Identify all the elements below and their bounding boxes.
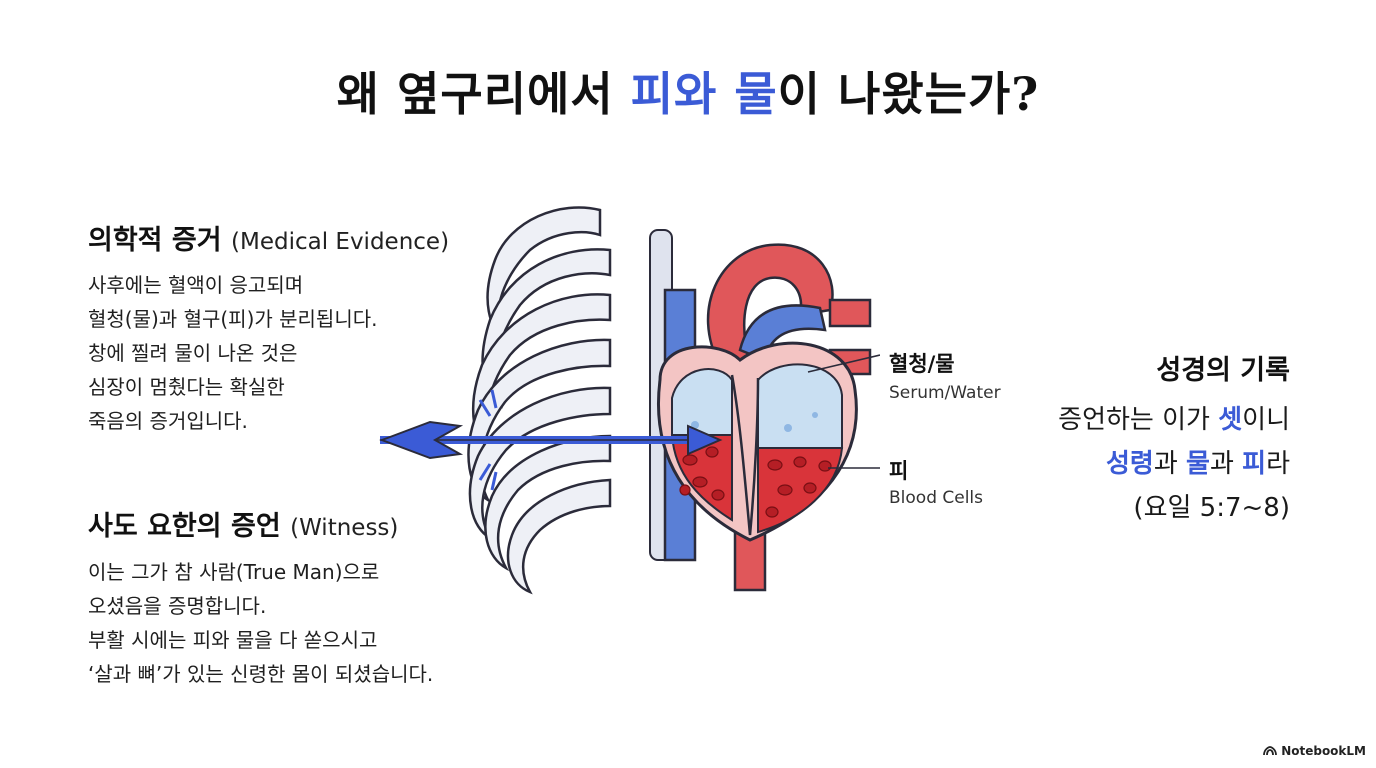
scripture-highlight: 피 [1242,449,1267,479]
scripture-text: 라 [1266,449,1290,479]
medical-line: 창에 찔려 물이 나온 것은 [88,341,298,365]
scripture-body: 증언하는 이가 셋이니 성령과 물과 피라 (요일 5:7~8) [1058,398,1290,530]
medical-line: 심장이 멈췄다는 확실한 [88,375,285,399]
water-drops-icon [691,412,818,432]
ribcage-icon [467,206,612,595]
scripture-highlight: 성령 [1106,449,1154,479]
medical-heading-en: (Medical Evidence) [231,229,450,255]
witness-heading: 사도 요한의 증언 (Witness) [88,504,398,543]
medical-line: 사후에는 혈액이 응고되며 [88,273,304,297]
medical-body: 사후에는 혈액이 응고되며 혈청(물)과 혈구(피)가 분리됩니다. 창에 찔려… [88,268,377,438]
scripture-line-2: 성령과 물과 피라 [1058,442,1290,486]
witness-line: 부활 시에는 피와 물을 다 쏟으시고 [88,628,378,652]
scripture-text: 과 [1153,449,1187,479]
scripture-heading: 성경의 기록 [1156,355,1290,386]
scripture-highlight: 셋 [1218,405,1243,435]
witness-body: 이는 그가 참 사람(True Man)으로 오셨음을 증명합니다. 부활 시에… [88,555,433,691]
witness-line: 이는 그가 참 사람(True Man)으로 [88,560,380,584]
scripture-text: 이니 [1242,405,1290,435]
medical-heading: 의학적 증거 (Medical Evidence) [88,218,449,257]
witness-line: 오셨음을 증명합니다. [88,594,267,618]
notebooklm-logo-icon [1263,746,1278,756]
scripture-text: 증언하는 이가 [1058,405,1219,435]
medical-line: 죽음의 증거입니다. [88,409,248,433]
page-title: 왜 옆구리에서 피와 물이 나왔는가? [0,58,1376,124]
witness-line: ‘살과 뼈’가 있는 신령한 몸이 되셨습니다. [88,662,434,686]
blood-label-en: Blood Cells [889,488,984,508]
title-part1: 왜 옆구리에서 [336,67,631,121]
title-highlight: 피와 물 [630,67,778,121]
scripture-reference: (요일 5:7~8) [1133,493,1290,523]
title-part2: 이 나왔는가? [777,67,1040,121]
scripture-text: 과 [1209,449,1243,479]
serum-label: 혈청/물 [889,352,955,376]
scripture-highlight: 물 [1186,449,1210,479]
scripture-line-1: 증언하는 이가 셋이니 [1058,398,1290,442]
witness-heading-en: (Witness) [290,515,399,541]
watermark-text: NotebookLM [1281,744,1366,758]
ribcage-heart-illustration [379,206,880,595]
notebooklm-watermark: NotebookLM [1263,744,1366,758]
serum-label-en: Serum/Water [889,383,1001,403]
blood-cells-icon [679,446,832,518]
witness-heading-ko: 사도 요한의 증언 [88,511,281,542]
blood-label: 피 [889,459,909,483]
medical-line: 혈청(물)과 혈구(피)가 분리됩니다. [88,307,378,331]
medical-heading-ko: 의학적 증거 [88,225,222,256]
spear-icon [379,389,723,491]
